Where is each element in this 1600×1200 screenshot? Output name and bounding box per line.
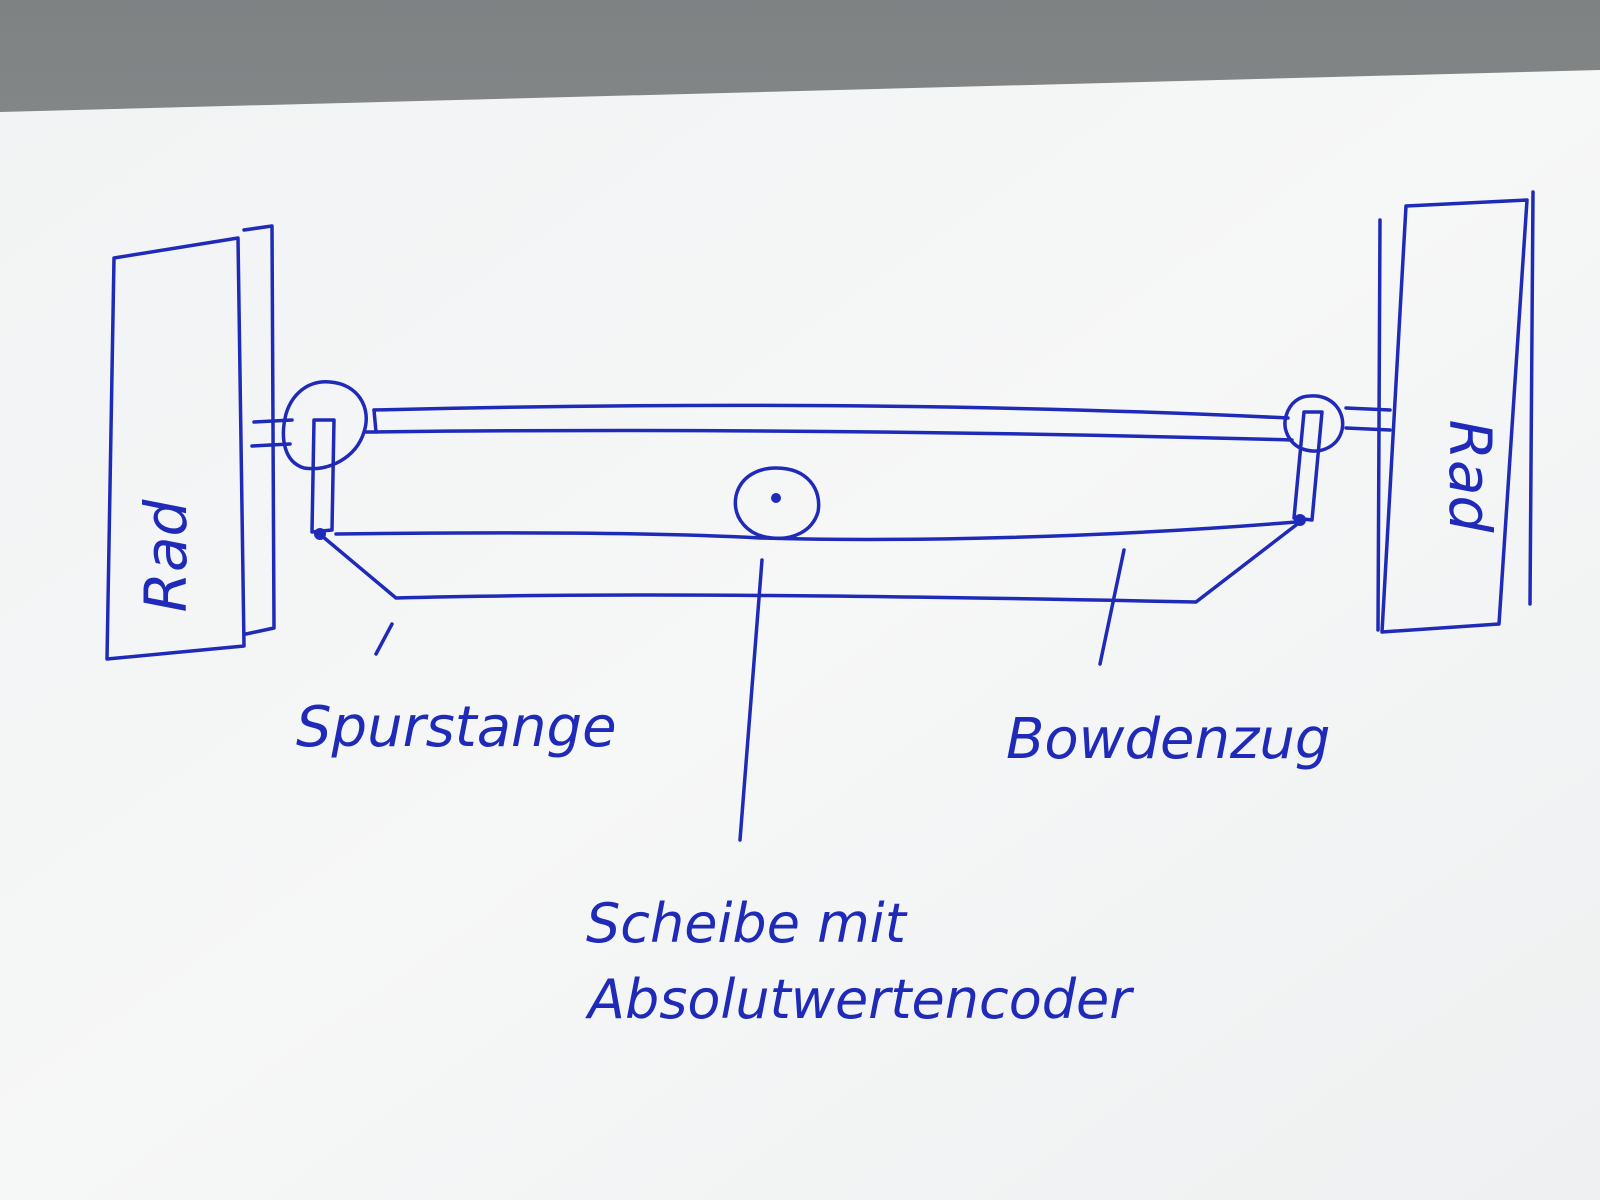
left-wheel: Rad [105,224,276,661]
paper-sheet [0,70,1600,1200]
tie-rod-label: Spurstange [296,695,617,760]
steering-diagram: Rad Rad [105,190,1535,1031]
tie-rod-leader [374,622,394,656]
disc-label-line2: Absolutwertencoder [585,968,1134,1031]
tie-rod [364,403,1294,442]
right-wheel-label: Rad [1436,420,1504,534]
bowden-cable [320,520,1302,842]
bowden-leader [1098,548,1126,666]
right-wheel: Rad [1376,190,1535,634]
bowden-cable-label: Bowdenzug [1006,707,1330,772]
disc-label-line1: Scheibe mit [586,892,908,955]
right-knuckle [1283,394,1392,526]
left-wheel-label: Rad [132,498,200,612]
